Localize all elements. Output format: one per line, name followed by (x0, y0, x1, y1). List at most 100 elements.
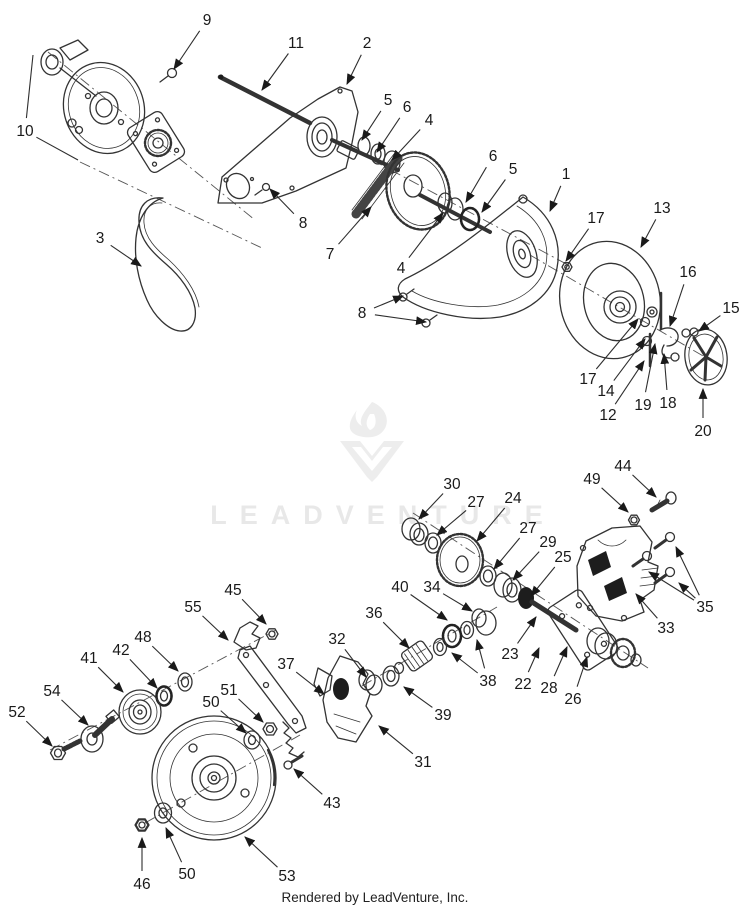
part-hub-28 (586, 627, 610, 655)
leadventure-flame-logo (340, 402, 404, 482)
callout-41: 41 (80, 650, 124, 693)
callout-25: 25 (530, 549, 572, 597)
callout-44: 44 (614, 458, 657, 498)
svg-text:6: 6 (489, 148, 498, 165)
svg-text:5: 5 (509, 161, 518, 178)
part-washer-27b (479, 565, 497, 587)
callout-34: 34 (423, 579, 473, 612)
callout-3: 3 (96, 230, 142, 267)
callout-5: 5 (481, 161, 518, 213)
callout-5: 5 (361, 92, 392, 141)
callout-15: 15 (698, 300, 740, 332)
part-latch-37 (313, 667, 333, 697)
callout-28: 28 (540, 645, 568, 697)
svg-text:27: 27 (519, 520, 536, 537)
svg-text:4: 4 (425, 112, 434, 129)
svg-text:53: 53 (278, 868, 295, 885)
part-wheel (558, 240, 662, 360)
callout-33: 33 (635, 593, 675, 637)
part-nut-49 (627, 514, 641, 526)
part-frame-plate (217, 86, 359, 204)
part-bolt-52 (49, 738, 83, 761)
callout-46: 46 (133, 836, 151, 893)
svg-text:6: 6 (403, 99, 412, 116)
callout-4: 4 (397, 212, 444, 277)
svg-text:25: 25 (554, 549, 571, 566)
svg-text:19: 19 (634, 397, 651, 414)
callout-30: 30 (418, 476, 461, 520)
part-nut-46 (134, 818, 150, 832)
part-bearing-34 (475, 610, 497, 636)
callout-36: 36 (365, 605, 410, 649)
svg-text:44: 44 (614, 458, 632, 475)
callout-10: 10 (16, 54, 79, 161)
callout-4: 4 (391, 112, 434, 161)
callout-9: 9 (173, 12, 211, 70)
part-hub-cap (684, 328, 728, 386)
svg-text:23: 23 (501, 646, 518, 663)
callout-20: 20 (694, 387, 712, 440)
callout-43: 43 (293, 768, 341, 812)
part-drive-belt (134, 197, 200, 332)
svg-text:54: 54 (43, 683, 61, 700)
callout-17: 17 (579, 318, 639, 388)
svg-text:55: 55 (184, 599, 201, 616)
callout-53: 53 (244, 836, 296, 885)
part-output-sprocket-26 (609, 637, 637, 669)
callout-22: 22 (514, 646, 540, 693)
callout-29: 29 (512, 534, 557, 581)
callout-50: 50 (202, 694, 247, 734)
svg-text:41: 41 (80, 650, 97, 667)
svg-text:8: 8 (358, 305, 367, 322)
part-idler-bracket (233, 621, 307, 734)
svg-text:1: 1 (562, 166, 571, 183)
callout-49: 49 (583, 471, 629, 513)
callout-27: 27 (436, 494, 485, 536)
callout-31: 31 (378, 725, 432, 771)
part-knurled-nut-42 (155, 685, 173, 707)
svg-text:40: 40 (391, 579, 409, 596)
svg-text:27: 27 (467, 494, 484, 511)
callout-11: 11 (261, 35, 304, 91)
part-bolt-9 (166, 67, 178, 79)
svg-text:51: 51 (220, 682, 237, 699)
svg-text:32: 32 (328, 631, 345, 648)
part-washer-39 (382, 665, 400, 687)
svg-text:33: 33 (657, 620, 674, 637)
part-bolt-44 (649, 491, 677, 513)
svg-text:36: 36 (365, 605, 382, 622)
svg-text:10: 10 (16, 123, 34, 140)
svg-text:35: 35 (696, 599, 713, 616)
part-nut-17 (561, 262, 573, 272)
callout-27: 27 (493, 520, 537, 570)
callout-6: 6 (465, 148, 498, 203)
svg-text:43: 43 (323, 795, 340, 812)
svg-text:29: 29 (539, 534, 556, 551)
part-worm-gear-36 (400, 640, 434, 672)
callout-48: 48 (134, 629, 179, 672)
part-spring (282, 721, 305, 758)
assembly-centerlines (47, 51, 711, 824)
svg-text:13: 13 (653, 200, 670, 217)
part-washer-27a (424, 532, 442, 554)
part-helical-gear-24 (435, 532, 485, 588)
callout-51: 51 (220, 682, 264, 723)
callout-18: 18 (659, 352, 677, 412)
svg-text:16: 16 (679, 264, 696, 281)
part-spacer-25 (518, 587, 534, 609)
part-nut-45 (265, 628, 279, 640)
svg-text:28: 28 (540, 680, 557, 697)
callout-17: 17 (565, 210, 605, 262)
callout-45: 45 (224, 582, 267, 625)
part-axle-hardware (561, 262, 699, 368)
callout-54: 54 (43, 683, 89, 726)
svg-text:46: 46 (133, 876, 150, 893)
part-bushing-29 (493, 572, 513, 598)
callout-12: 12 (599, 360, 645, 424)
callout-32: 32 (328, 631, 367, 678)
svg-text:42: 42 (112, 642, 129, 659)
svg-text:17: 17 (587, 210, 604, 227)
svg-text:12: 12 (599, 407, 616, 424)
part-idler-pulley-41 (118, 689, 162, 735)
